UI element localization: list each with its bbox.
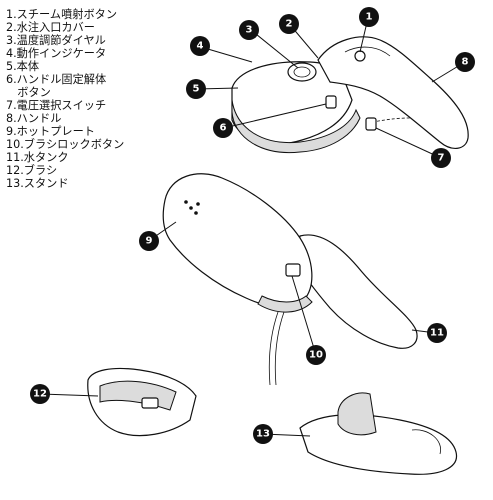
stand-view [299,392,458,475]
legend-item-5: 5.本体 [6,60,40,73]
callout-3: 3 [239,20,259,40]
temperature-dial-shape [287,62,317,82]
callout-4: 4 [190,36,210,56]
legend-item-2: 2.水注入口カバー [6,21,95,34]
svg-text:9: 9 [146,236,153,247]
steam-button-shape [354,50,366,62]
steamer-hot-plate-shape [231,99,361,154]
legend-item-9: 9.ホットプレート [6,125,95,138]
water-tank-shape [295,234,418,349]
svg-text:5: 5 [193,84,200,95]
legend-item-10: 10.ブラシロックボタン [6,138,125,151]
callout-11: 11 [427,323,447,343]
legend-item-1: 1.スチーム噴射ボタン [6,8,118,21]
stand-post-shape [337,392,377,436]
parts-legend: 1.スチーム噴射ボタン 2.水注入口カバー 3.温度調節ダイヤル 4.動作インジ… [6,8,124,190]
callout-5: 5 [186,79,206,99]
callout-12: 12 [30,384,50,404]
stand-base-shape [299,414,458,475]
brush-view [87,367,197,437]
callout-2: 2 [279,14,299,34]
steamer-front-view [162,173,418,386]
legend-item-6-cont: ボタン [6,86,51,99]
legend-item-3: 3.温度調節ダイヤル [6,34,106,47]
callout-10: 10 [306,345,326,365]
legend-item-11: 11.水タンク [6,151,69,164]
callout-1: 1 [359,7,379,27]
voltage-switch-shape [365,117,377,131]
legend-item-12: 12.ブラシ [6,164,58,177]
legend-item-8: 8.ハンドル [6,112,62,125]
svg-text:7: 7 [438,153,445,164]
svg-text:10: 10 [309,350,323,361]
callout-9: 9 [139,231,159,251]
svg-text:6: 6 [220,123,227,134]
legend-item-4: 4.動作インジケータ [6,47,107,60]
brush-lock-button-shape [285,263,301,277]
svg-text:2: 2 [286,19,293,30]
legend-item-13: 13.スタンド [6,177,69,190]
svg-text:13: 13 [256,429,270,440]
handle-release-button-shape [325,95,337,109]
svg-text:3: 3 [246,25,253,36]
svg-text:12: 12 [33,389,47,400]
svg-text:11: 11 [430,328,444,339]
svg-text:4: 4 [197,41,204,52]
callout-6: 6 [213,118,233,138]
legend-item-7: 7.電圧選択スイッチ [6,99,107,112]
steamer-handle-shape [317,36,469,149]
svg-text:8: 8 [462,57,469,68]
steamer-side-view [231,36,469,154]
svg-text:1: 1 [366,12,373,23]
callout-8: 8 [455,52,475,72]
front-body-shape [162,173,313,308]
callout-7: 7 [431,148,451,168]
callout-13: 13 [253,424,273,444]
legend-item-6: 6.ハンドル固定解体 [6,73,107,86]
